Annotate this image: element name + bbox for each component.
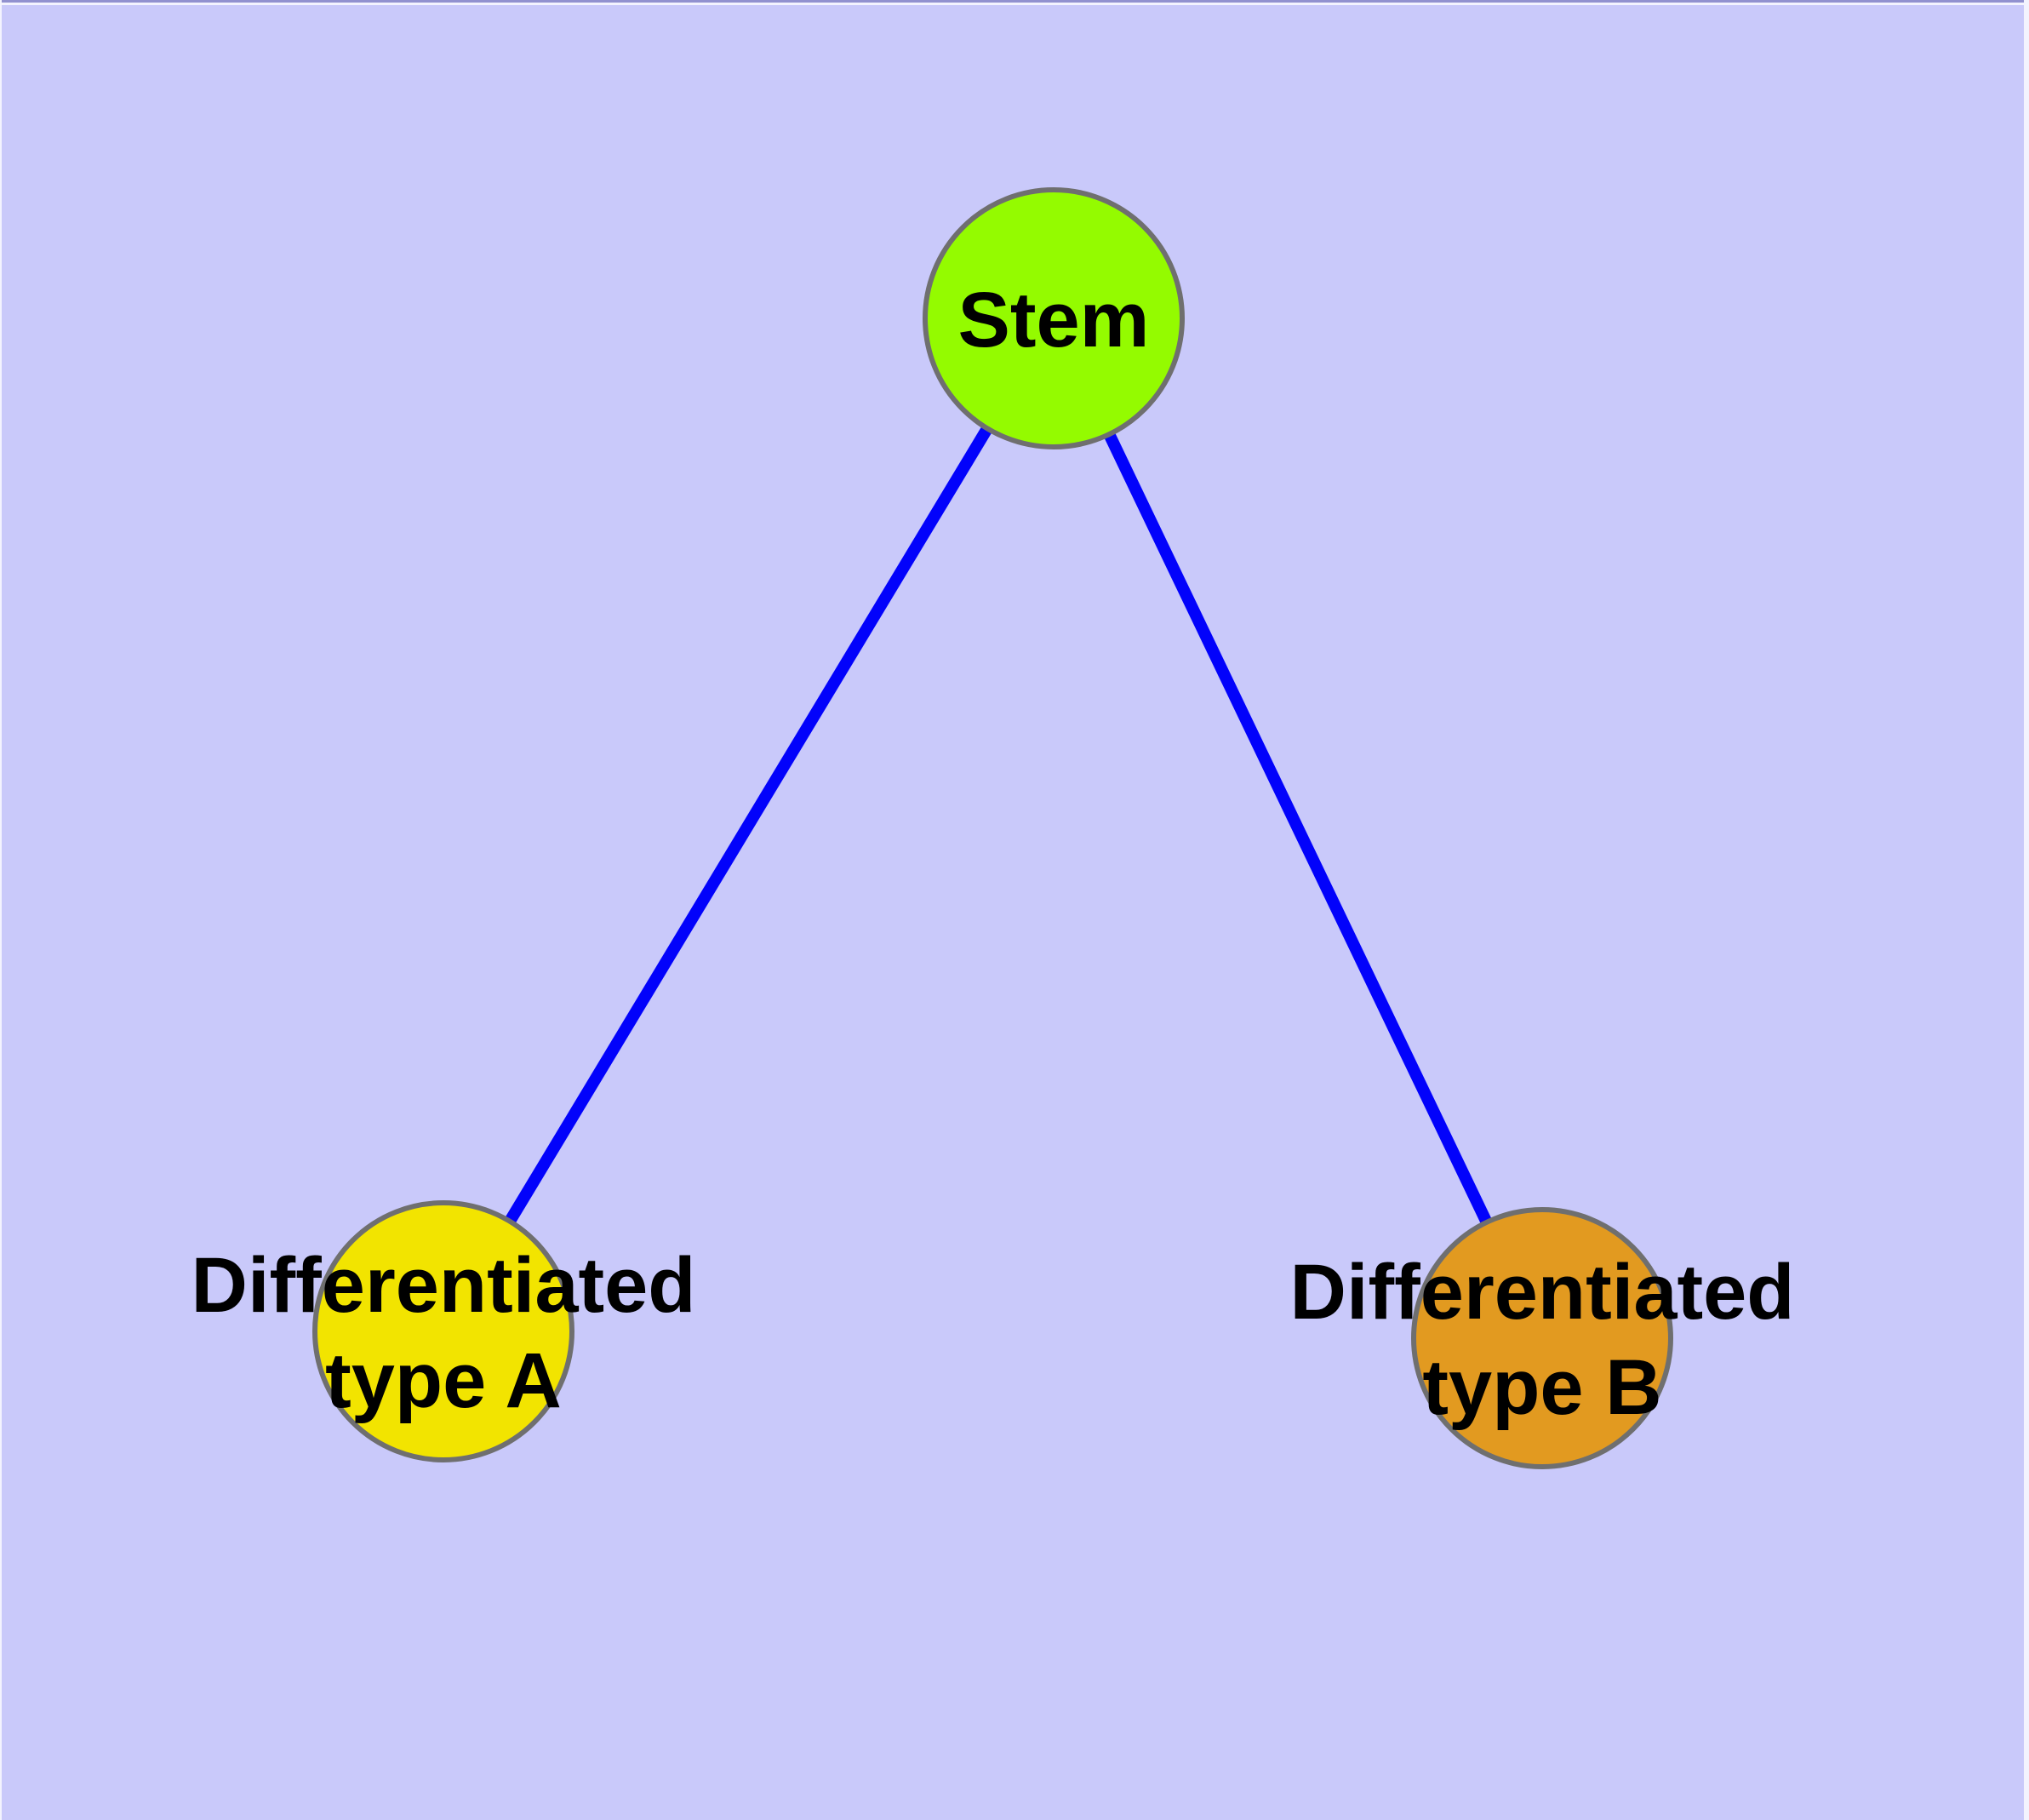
- node-label-line: Differentiated: [191, 1242, 696, 1329]
- edge-stem-to-differentiated-type-a: [438, 315, 1059, 1335]
- node-differentiated-type-a: [312, 1200, 574, 1462]
- node-stem: [923, 187, 1185, 449]
- edges-layer: [438, 315, 1548, 1342]
- node-label-line: type B: [1422, 1344, 1661, 1431]
- nodes-layer: [312, 187, 1673, 1469]
- node-differentiated-type-b: [1411, 1207, 1673, 1469]
- edge-stem-to-differentiated-type-b: [1048, 315, 1548, 1342]
- node-label-line: type A: [325, 1337, 562, 1424]
- node-label-line: Differentiated: [1290, 1249, 1795, 1336]
- node-label-line: Stem: [958, 277, 1150, 363]
- node-label-stem: Stem: [958, 277, 1150, 363]
